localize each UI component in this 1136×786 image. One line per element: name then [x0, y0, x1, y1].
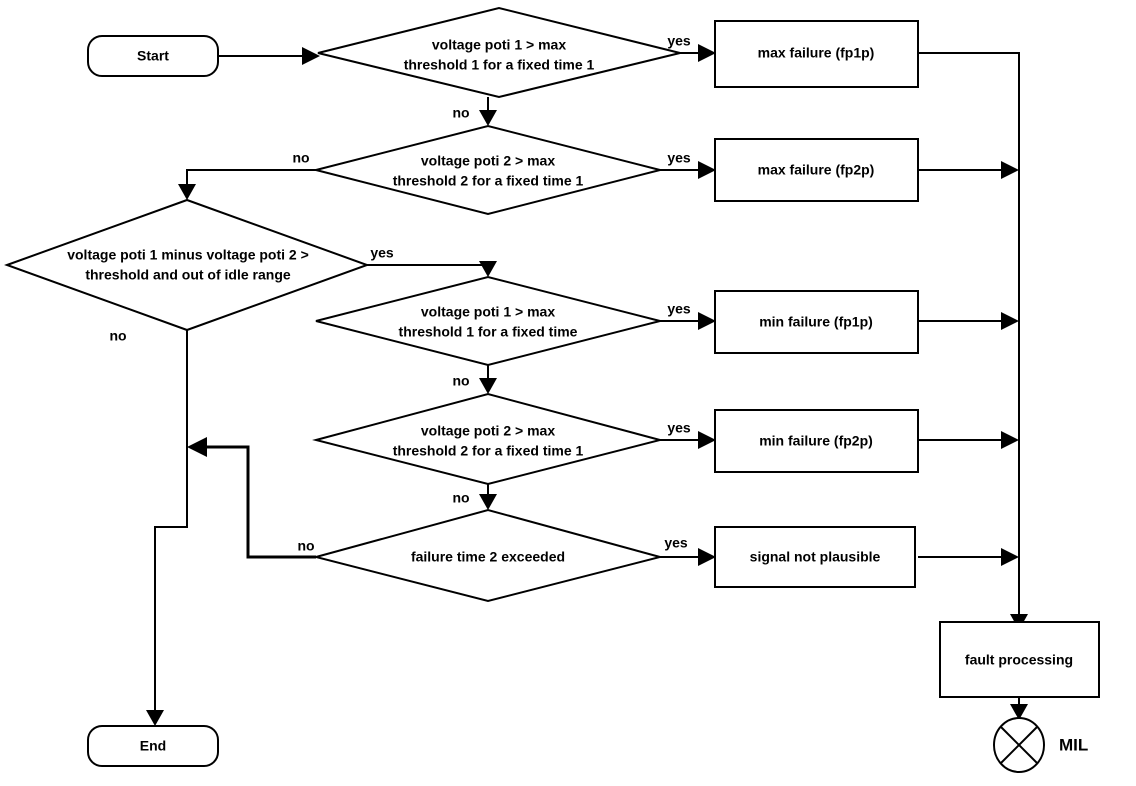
node-decision-3[interactable]: voltage poti 1 minus voltage poti 2 > th…	[4, 198, 370, 332]
node-decision-1[interactable]: voltage poti 1 > max threshold 1 for a f…	[317, 6, 681, 99]
decision-4-shape	[315, 275, 661, 367]
decision-5-line1: voltage poti 2 > max	[421, 423, 555, 439]
decision-4-line2: threshold 1 for a fixed time	[399, 324, 578, 340]
edge-label-d4-yes: yes	[667, 301, 691, 317]
mil-label: MIL	[1059, 735, 1088, 754]
decision-6-line1: failure time 2 exceeded	[411, 549, 565, 565]
process-5-label: signal not plausible	[750, 549, 881, 565]
process-3-shape	[714, 290, 919, 354]
process-3-label: min failure (fp1p)	[759, 314, 873, 330]
arrowhead-d1-yes	[698, 44, 716, 62]
edge-label-d1-no: no	[452, 105, 469, 121]
edge-label-d5-yes: yes	[667, 420, 691, 436]
node-start[interactable]: Start	[87, 35, 219, 77]
arrowhead-start-to-d1	[302, 47, 320, 65]
arrowhead-d3-yes	[479, 261, 497, 277]
node-end[interactable]: End	[87, 725, 219, 767]
end-label: End	[140, 738, 166, 754]
process-4-shape	[714, 409, 919, 473]
decision-2-shape	[315, 124, 661, 216]
process-1-shape	[714, 20, 919, 88]
node-process-min-failure-fp2p[interactable]: min failure (fp2p)	[714, 409, 919, 473]
arrowhead-d2-no	[178, 184, 196, 200]
arrowhead-d6-no-loop	[187, 437, 207, 457]
node-process-max-failure-fp2p[interactable]: max failure (fp2p)	[714, 138, 919, 202]
arrowhead-d4-no	[479, 378, 497, 394]
node-process-signal-not-plausible[interactable]: signal not plausible	[714, 526, 916, 588]
edge-label-d3-yes: yes	[370, 245, 394, 261]
arrowhead-p4-to-bus	[1001, 431, 1019, 449]
node-decision-4[interactable]: voltage poti 1 > max threshold 1 for a f…	[315, 275, 661, 367]
edge-d6-no-loop	[205, 445, 316, 559]
edge-p1-to-bus	[918, 52, 1020, 616]
decision-3-line1: voltage poti 1 minus voltage poti 2 >	[67, 247, 309, 263]
edge-d3-no-to-end	[154, 330, 188, 712]
decision-1-line2: threshold 1 for a fixed time 1	[404, 57, 595, 73]
arrowhead-p2-to-bus	[1001, 161, 1019, 179]
edge-label-d4-no: no	[452, 373, 469, 389]
connectors	[146, 44, 1028, 726]
decision-1-shape	[317, 6, 681, 99]
edge-label-d6-yes: yes	[664, 535, 688, 551]
mil-cross-line-2	[1000, 726, 1038, 764]
arrowhead-d5-yes	[698, 431, 716, 449]
decision-2-line1: voltage poti 2 > max	[421, 153, 555, 169]
start-shape	[87, 35, 219, 77]
arrowhead-p3-to-bus	[1001, 312, 1019, 330]
node-process-min-failure-fp1p[interactable]: min failure (fp1p)	[714, 290, 919, 354]
edge-label-d2-no: no	[292, 150, 309, 166]
edge-label-d2-yes: yes	[667, 150, 691, 166]
decision-3-shape	[4, 198, 370, 332]
edge-label-d6-no: no	[297, 538, 314, 554]
arrowhead-d6-yes	[698, 548, 716, 566]
arrowhead-to-end	[146, 710, 164, 726]
process-1-label: max failure (fp1p)	[758, 45, 875, 61]
decision-2-line2: threshold 2 for a fixed time 1	[393, 173, 584, 189]
arrowhead-d2-yes	[698, 161, 716, 179]
arrowhead-d1-no	[479, 110, 497, 126]
node-decision-2[interactable]: voltage poti 2 > max threshold 2 for a f…	[315, 124, 661, 216]
edge-label-d3-no: no	[109, 328, 126, 344]
decision-4-line1: voltage poti 1 > max	[421, 304, 555, 320]
edge-d3-yes	[367, 262, 489, 266]
mil-indicator-icon	[993, 717, 1045, 773]
arrowhead-d4-yes	[698, 312, 716, 330]
node-decision-6[interactable]: failure time 2 exceeded	[312, 508, 664, 603]
arrowhead-p5-to-bus	[1001, 548, 1019, 566]
decision-5-shape	[312, 392, 664, 486]
fault-processing-label: fault processing	[965, 652, 1073, 668]
decision-6-shape	[312, 508, 664, 603]
edge-label-d5-no: no	[452, 490, 469, 506]
node-decision-5[interactable]: voltage poti 2 > max threshold 2 for a f…	[312, 392, 664, 486]
arrowhead-d5-no	[479, 494, 497, 510]
process-2-label: max failure (fp2p)	[758, 162, 875, 178]
decision-3-line2: threshold and out of idle range	[85, 267, 291, 283]
arrowhead-fault-to-mil	[1010, 704, 1028, 720]
edge-label-d1-yes: yes	[667, 33, 691, 49]
process-5-shape	[714, 526, 916, 588]
decision-1-line1: voltage poti 1 > max	[432, 37, 566, 53]
process-2-shape	[714, 138, 919, 202]
fault-processing-shape	[939, 621, 1100, 698]
decision-5-line2: threshold 2 for a fixed time 1	[393, 443, 584, 459]
node-process-max-failure-fp1p[interactable]: max failure (fp1p)	[714, 20, 919, 88]
end-shape	[87, 725, 219, 767]
start-label: Start	[137, 48, 169, 64]
process-4-label: min failure (fp2p)	[759, 433, 873, 449]
edge-d2-no	[186, 169, 316, 186]
node-process-fault-processing[interactable]: fault processing	[939, 621, 1100, 698]
